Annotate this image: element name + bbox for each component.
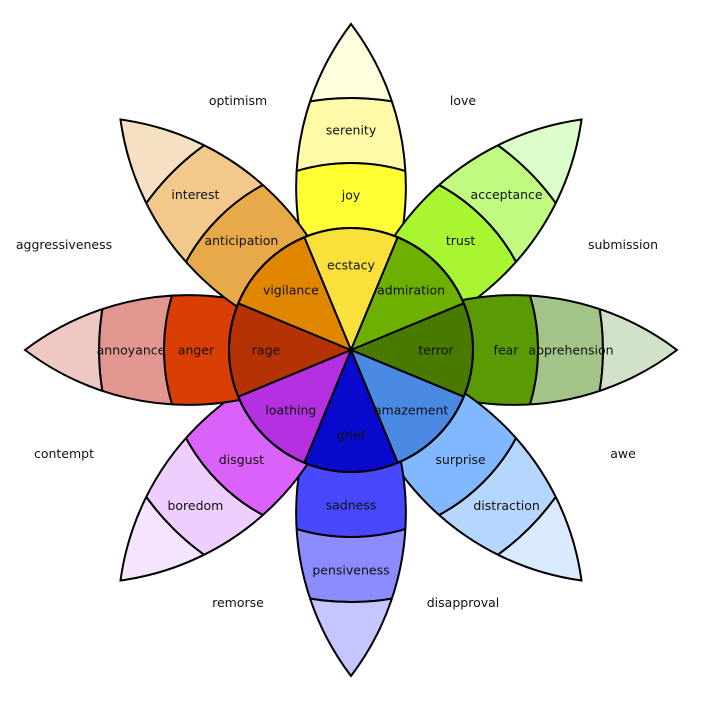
dyad-label-submission: submission [588,237,658,252]
emotion-label-apprehension: apprehension [528,343,613,358]
inner-circle-outline [228,227,474,473]
emotion-label-admiration: admiration [377,282,445,297]
emotion-label-grief: grief [337,428,366,443]
emotion-label-serenity: serenity [326,123,377,138]
dyad-labels-layer: optimism love submission awe disapproval… [16,93,658,610]
emotion-label-boredom: boredom [167,498,223,513]
inner-circle-layer [228,227,474,473]
dyad-label-aggressiveness: aggressiveness [16,237,112,252]
emotion-label-joy: joy [341,188,361,203]
dyad-label-love: love [450,93,477,108]
emotion-label-interest: interest [171,187,219,202]
labels-layer: ecstacy joy serenity admiration trust accepta… [97,123,614,578]
emotion-label-distraction: distraction [473,498,539,513]
dyad-label-disapproval: disapproval [427,595,500,610]
emotion-label-amazement: amazement [374,403,449,418]
emotion-label-trust: trust [446,233,475,248]
dyad-label-remorse: remorse [212,595,264,610]
emotion-label-surprise: surprise [435,452,486,467]
emotion-label-loathing: loathing [265,403,316,418]
emotion-label-vigilance: vigilance [263,282,319,297]
dyad-label-awe: awe [610,446,636,461]
dyad-label-contempt: contempt [34,446,94,461]
emotion-label-acceptance: acceptance [471,187,543,202]
emotion-label-fear: fear [494,343,520,358]
emotion-label-rage: rage [252,343,281,358]
emotion-label-terror: terror [418,343,454,358]
emotion-label-anticipation: anticipation [204,233,278,248]
emotion-label-annoyance: annoyance [97,343,166,358]
emotion-label-disgust: disgust [219,452,264,467]
emotion-label-anger: anger [178,343,215,358]
emotion-label-sadness: sadness [326,498,377,513]
emotion-label-pensiveness: pensiveness [312,563,389,578]
emotion-label-ecstacy: ecstacy [327,258,376,273]
dyad-label-optimism: optimism [209,93,267,108]
